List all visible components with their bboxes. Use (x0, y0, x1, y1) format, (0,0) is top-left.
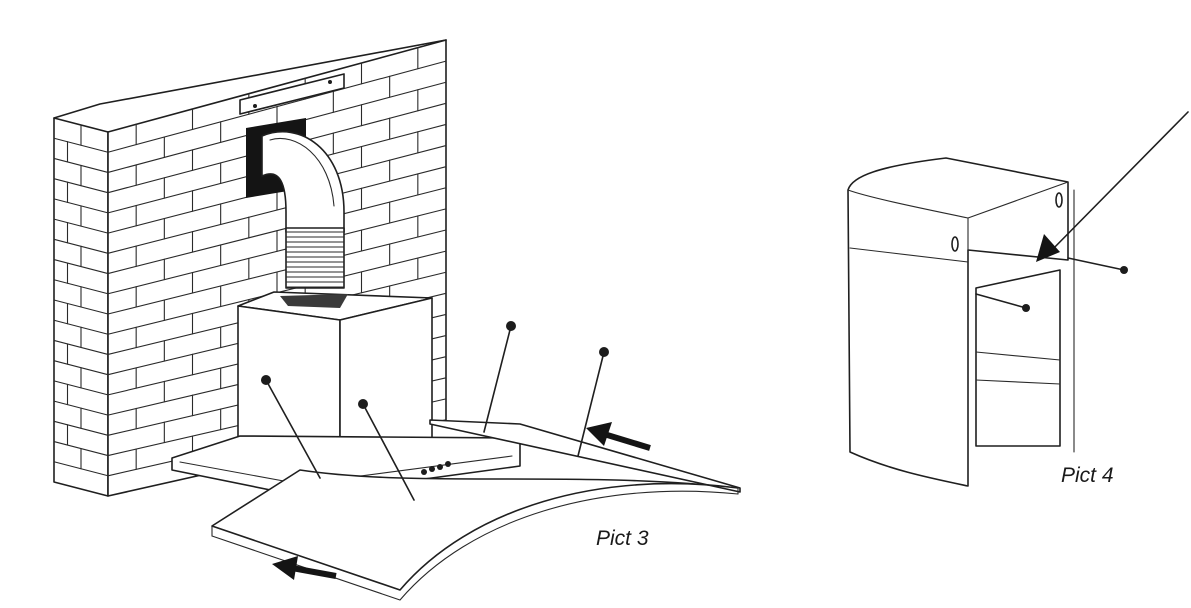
screw-icon (975, 257, 1128, 312)
arrow-icon (272, 422, 651, 580)
mounting-bracket (239, 73, 345, 115)
pict-4-caption: Pict 4 (1061, 464, 1114, 487)
duct-pipe-icon (246, 118, 345, 289)
pipe-ribs (285, 231, 345, 288)
brick-courses-left (53, 124, 109, 477)
pict-3-illustration (53, 39, 741, 601)
control-buttons (421, 461, 451, 475)
pict-3-caption: Pict 3 (596, 527, 649, 550)
screw-icon (261, 321, 609, 501)
arrow-icon (1036, 111, 1189, 262)
pict-4-illustration (847, 111, 1189, 487)
glass-canopy (211, 469, 739, 601)
